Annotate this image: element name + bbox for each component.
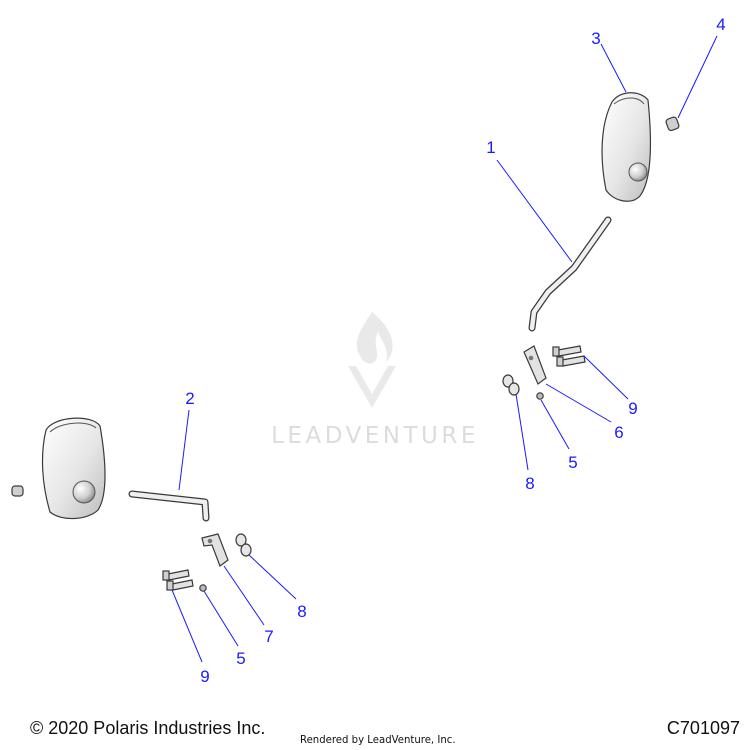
mirror-arm-left: [128, 490, 210, 522]
cap-left: [11, 485, 24, 497]
nut-right: [536, 392, 544, 400]
bracket-right: [523, 345, 547, 385]
callout-8-left: 8: [297, 602, 306, 621]
bolts-left: [162, 569, 194, 591]
diagram-code: C701097: [666, 718, 740, 738]
leader-3: [600, 43, 627, 93]
callout-9-left: 9: [200, 667, 209, 686]
washers-left: [235, 533, 252, 557]
bolts-right: [552, 345, 586, 367]
callout-6: 6: [614, 423, 623, 442]
callout-3: 3: [591, 29, 600, 48]
callout-7: 7: [264, 627, 273, 646]
copyright-text: © 2020 Polaris Industries Inc.: [30, 718, 266, 738]
nut-left: [199, 584, 207, 592]
leader-5-right: [540, 399, 570, 450]
callout-9-right: 9: [628, 399, 637, 418]
leader-9-right: [583, 355, 629, 400]
rendered-by-text: Rendered by LeadVenture, Inc.: [300, 733, 456, 746]
leader-1: [496, 159, 573, 263]
leader-6: [545, 383, 612, 423]
leader-8-left: [248, 554, 297, 600]
mirror-arm-right: [528, 216, 612, 332]
callout-4: 4: [716, 15, 725, 34]
cap-right: [665, 116, 680, 132]
leader-7: [223, 565, 265, 626]
callout-5-left: 5: [236, 649, 245, 668]
mirror-head-left: [41, 417, 106, 520]
washers-right: [502, 374, 520, 396]
watermark-text: LEADVENTURE: [271, 423, 479, 449]
bracket-left: [201, 533, 229, 567]
leader-8-right: [515, 393, 529, 471]
mirror-head-right: [601, 92, 651, 202]
leader-5-left: [203, 590, 239, 647]
leader-4: [677, 35, 718, 119]
callout-1: 1: [486, 138, 495, 157]
callout-5-right: 5: [568, 453, 577, 472]
leader-2: [178, 409, 190, 491]
leader-9-left: [171, 589, 203, 663]
callout-8-right: 8: [525, 474, 534, 493]
watermark-logo: [348, 312, 396, 408]
callout-2: 2: [185, 389, 194, 408]
